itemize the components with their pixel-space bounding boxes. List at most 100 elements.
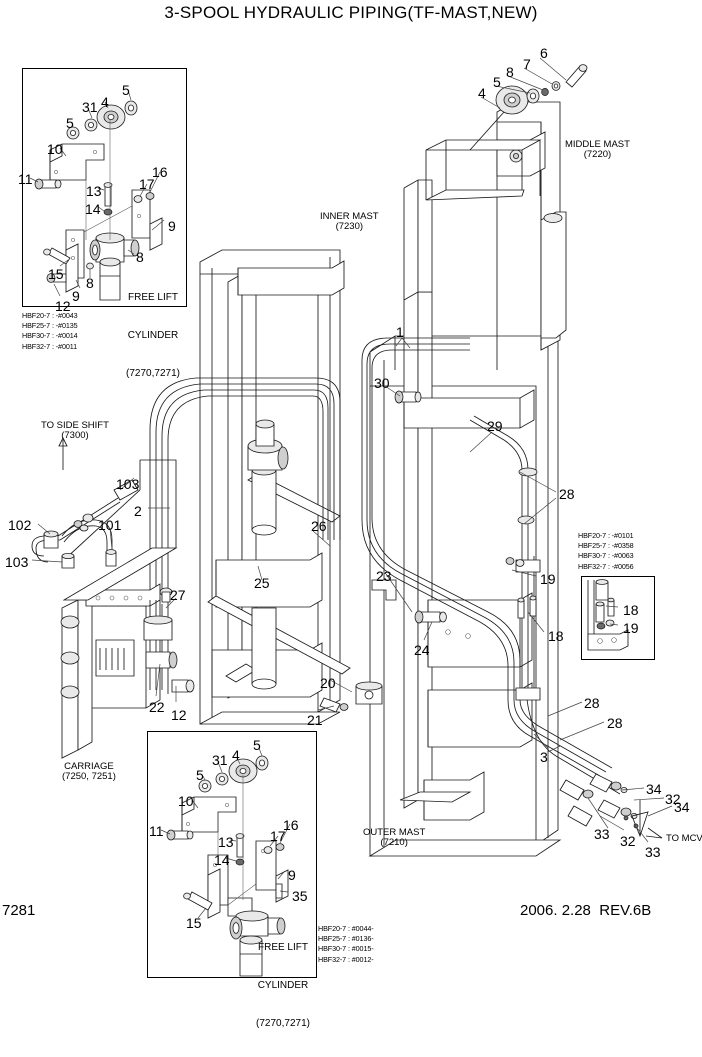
applicability-row: HBF30-7 : #0015- xyxy=(318,944,374,954)
callout-9: 9 xyxy=(168,218,176,234)
callout-12: 12 xyxy=(55,298,71,314)
callout-103: 103 xyxy=(116,476,140,492)
callout-14: 14 xyxy=(85,201,101,217)
callout-7: 7 xyxy=(523,56,531,72)
inset-bottom-caption: FREE LIFT CYLINDER (7270,7271) xyxy=(248,916,318,1057)
callout-25: 25 xyxy=(254,575,270,591)
label-middle-mast: MIDDLE MAST(7220) xyxy=(565,139,630,161)
applicability-row: HBF30-7 : -#0063 xyxy=(578,551,634,561)
callout-19: 19 xyxy=(540,571,556,587)
callout-1: 1 xyxy=(396,324,404,340)
page-number: 7281 xyxy=(2,902,36,919)
callout-2: 2 xyxy=(134,503,142,519)
revision-date: 2006. 2.28 REV.6B xyxy=(520,902,652,919)
callout-6: 6 xyxy=(540,45,548,61)
caption-line-1: FREE LIFT xyxy=(127,291,178,303)
callout-28: 28 xyxy=(607,715,623,731)
callout-8: 8 xyxy=(86,275,94,291)
callout-24: 24 xyxy=(414,642,430,658)
caption-line-3: (7270,7271) xyxy=(126,368,180,380)
inset-box-right xyxy=(581,576,655,660)
main-view-fasteners xyxy=(319,390,537,713)
callout-5: 5 xyxy=(493,74,501,90)
callout-11: 11 xyxy=(18,171,33,187)
callout-14: 14 xyxy=(214,852,230,868)
callout-12: 12 xyxy=(171,707,187,723)
callout-34: 34 xyxy=(646,781,662,797)
label-carriage: CARRIAGE(7250, 7251) xyxy=(62,761,116,783)
caption-line-2: CYLINDER xyxy=(257,979,309,991)
callout-10: 10 xyxy=(178,793,194,809)
label-outer-mast: OUTER MAST(7210) xyxy=(363,827,426,849)
label-line-1: INNER MAST xyxy=(320,211,379,222)
applicability-row: HBF20-7 : -#0101 xyxy=(578,531,634,540)
applicability-row: HBF25-7 : -#0135 xyxy=(22,321,78,331)
callout-5: 5 xyxy=(196,767,204,783)
applicability-row: HBF32-7 : -#0011 xyxy=(22,341,77,351)
callout-9: 9 xyxy=(288,867,296,883)
applicability-row: HBF20-7 : #0044- xyxy=(318,924,374,933)
callout-21: 21 xyxy=(307,712,323,728)
center-hose-cluster xyxy=(143,587,195,694)
caption-line-1: FREE LIFT xyxy=(257,941,308,953)
callout-32: 32 xyxy=(665,791,681,807)
callout-10: 10 xyxy=(47,141,63,157)
page-title: 3-SPOOL HYDRAULIC PIPING(TF-MAST,NEW) xyxy=(164,3,538,22)
applicability-row: HBF25-7 : -#0358 xyxy=(578,541,634,551)
label-to-side-shift: TO SIDE SHIFT(7300) xyxy=(41,420,109,442)
label-line-1: TO MCV xyxy=(666,833,702,844)
callout-15: 15 xyxy=(48,266,64,282)
callout-30: 30 xyxy=(374,375,390,391)
callout-4: 4 xyxy=(101,94,109,110)
callout-5: 5 xyxy=(66,115,74,131)
callout-26: 26 xyxy=(311,518,327,534)
outer-mast-structure xyxy=(368,291,562,857)
callout-33: 33 xyxy=(594,826,610,842)
callout-28: 28 xyxy=(584,695,600,711)
inner-mast-structure xyxy=(149,249,351,725)
diagram-linework xyxy=(29,57,673,977)
caption-line-3: (7270,7271) xyxy=(256,1018,310,1030)
callout-3: 3 xyxy=(540,749,548,765)
callout-5: 5 xyxy=(253,737,261,753)
callout-9: 9 xyxy=(72,288,80,304)
callout-17: 17 xyxy=(270,828,286,844)
inset-topleft-caption: FREE LIFT CYLINDER (7270,7271) xyxy=(118,266,188,407)
callout-18: 18 xyxy=(548,628,564,644)
label-line-1: OUTER MAST xyxy=(363,827,426,838)
label-line-2: (7210) xyxy=(380,837,408,849)
callout-4: 4 xyxy=(232,747,240,763)
callout-31: 31 xyxy=(212,752,228,768)
callout-20: 20 xyxy=(320,675,336,691)
callout-19: 19 xyxy=(623,620,639,636)
label-line-1: CARRIAGE xyxy=(64,761,114,772)
callout-13: 13 xyxy=(218,834,234,850)
applicability-row: HBF30-7 : -#0014 xyxy=(22,331,78,341)
callout-35: 35 xyxy=(292,888,308,904)
label-line-2: (7300) xyxy=(61,430,89,442)
callout-15: 15 xyxy=(186,915,202,931)
callout-11: 11 xyxy=(149,823,164,839)
inset-bottom-art xyxy=(160,747,291,977)
applicability-row: HBF20-7 : -#0043 xyxy=(22,311,78,320)
callout-32: 32 xyxy=(620,833,636,849)
label-line-1: TO SIDE SHIFT xyxy=(41,420,109,431)
callout-101: 101 xyxy=(98,517,122,533)
callout-27: 27 xyxy=(170,587,186,603)
callout-13: 13 xyxy=(86,183,102,199)
caption-line-2: CYLINDER xyxy=(127,329,179,341)
inset-topleft-art xyxy=(29,89,165,301)
callout-103: 103 xyxy=(5,554,29,570)
label-line-2: (7250, 7251) xyxy=(62,771,116,783)
callout-23: 23 xyxy=(376,568,392,584)
label-inner-mast: INNER MAST(7230) xyxy=(320,211,379,233)
callout-5: 5 xyxy=(122,82,130,98)
inset-box-top-left xyxy=(22,68,187,307)
inset-box-bottom xyxy=(147,731,317,978)
callout-16: 16 xyxy=(152,164,168,180)
callout-29: 29 xyxy=(487,418,503,434)
applicability-list-bottom: HBF20-7 : #0044-HBF25-7 : #0136-HBF30-7 … xyxy=(318,924,374,965)
side-shift-hose-group xyxy=(31,479,139,569)
fitting-cluster-bottom-right xyxy=(559,773,663,839)
